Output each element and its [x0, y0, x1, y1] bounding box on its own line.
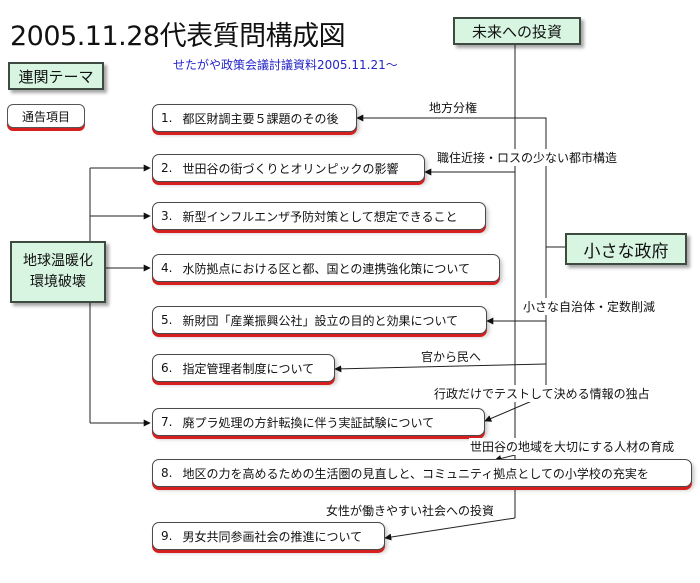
item-number: 3. — [161, 209, 173, 223]
theme-future-investment: 未来への投資 — [453, 17, 581, 45]
item-number: 7. — [161, 415, 173, 429]
item-text: 指定管理者制度について — [182, 361, 315, 376]
legend-related-theme: 連関テーマ — [8, 62, 104, 90]
edge-label-human-resources: 世田谷の地域を大切にする人材の育成 — [469, 438, 676, 455]
item-number: 4. — [161, 261, 173, 275]
item-number: 2. — [161, 161, 173, 175]
item-3: 3. 新型インフルエンザ予防対策として想定できること — [152, 202, 486, 230]
edge-label-small-municipality: 小さな自治体・定数削減 — [522, 298, 657, 315]
arrow-to-item9 — [384, 517, 516, 541]
item-number: 9. — [161, 529, 173, 543]
edge-label-women-investment: 女性が働きやすい社会への投資 — [325, 502, 496, 519]
theme-small-government: 小さな政府 — [565, 233, 687, 265]
item-2: 2. 世田谷の街づくりとオリンピックの影響 — [152, 154, 425, 182]
arrow-to-item6 — [334, 363, 547, 373]
legend-notice-item: 通告項目 — [7, 104, 85, 128]
page-subtitle: せたがや政策会議討議資料2005.11.21〜 — [173, 58, 398, 72]
item-number: 8. — [161, 466, 173, 480]
item-text: 地区の力を高めるための生活圏の見直しと、コミュニティ拠点としての小学校の充実を — [182, 466, 649, 481]
item-8: 8. 地区の力を高めるための生活圏の見直しと、コミュニティ拠点としての小学校の充… — [152, 459, 692, 487]
theme-climate-line2: 環境破壊 — [30, 274, 86, 290]
item-text: 新型インフルエンザ予防対策として想定できること — [182, 209, 458, 224]
item-9: 9. 男女共同参画社会の推進について — [152, 522, 385, 550]
edge-label-compact-city: 職住近接・ロスの少ない都市構造 — [436, 149, 619, 166]
item-number: 6. — [161, 361, 173, 375]
item-text: 世田谷の街づくりとオリンピックの影響 — [182, 161, 399, 176]
theme-climate: 地球温暖化 環境破壊 — [10, 241, 106, 303]
page-title: 2005.11.28代表質問構成図 — [10, 21, 346, 52]
theme-climate-line1: 地球温暖化 — [23, 253, 93, 269]
edge-label-public-to-private: 官から民へ — [420, 348, 483, 365]
arrow-to-item1 — [356, 114, 565, 248]
item-text: 新財団「産業振興公社」設立の目的と効果について — [182, 313, 459, 328]
edge-label-info-monopoly: 行政だけでテストして決める情報の独占 — [433, 385, 651, 402]
item-text: 男女共同参画社会の推進について — [182, 529, 363, 544]
item-text: 水防拠点における区と都、国との連携強化策について — [182, 261, 470, 276]
item-text: 廃プラ処理の方針転換に伴う実証試験について — [182, 415, 435, 430]
edge-label-decentralization: 地方分権 — [428, 99, 479, 116]
item-6: 6. 指定管理者制度について — [152, 354, 335, 382]
item-4: 4. 水防拠点における区と都、国との連携強化策について — [152, 254, 500, 282]
item-5: 5. 新財団「産業振興公社」設立の目的と効果について — [152, 306, 487, 334]
item-1: 1. 都区財調主要５課題のその後 — [152, 104, 357, 132]
item-text: 都区財調主要５課題のその後 — [182, 111, 339, 126]
item-number: 5. — [161, 313, 173, 327]
item-7: 7. 廃プラ処理の方針転換に伴う実証試験について — [152, 408, 485, 436]
item-number: 1. — [161, 111, 173, 125]
